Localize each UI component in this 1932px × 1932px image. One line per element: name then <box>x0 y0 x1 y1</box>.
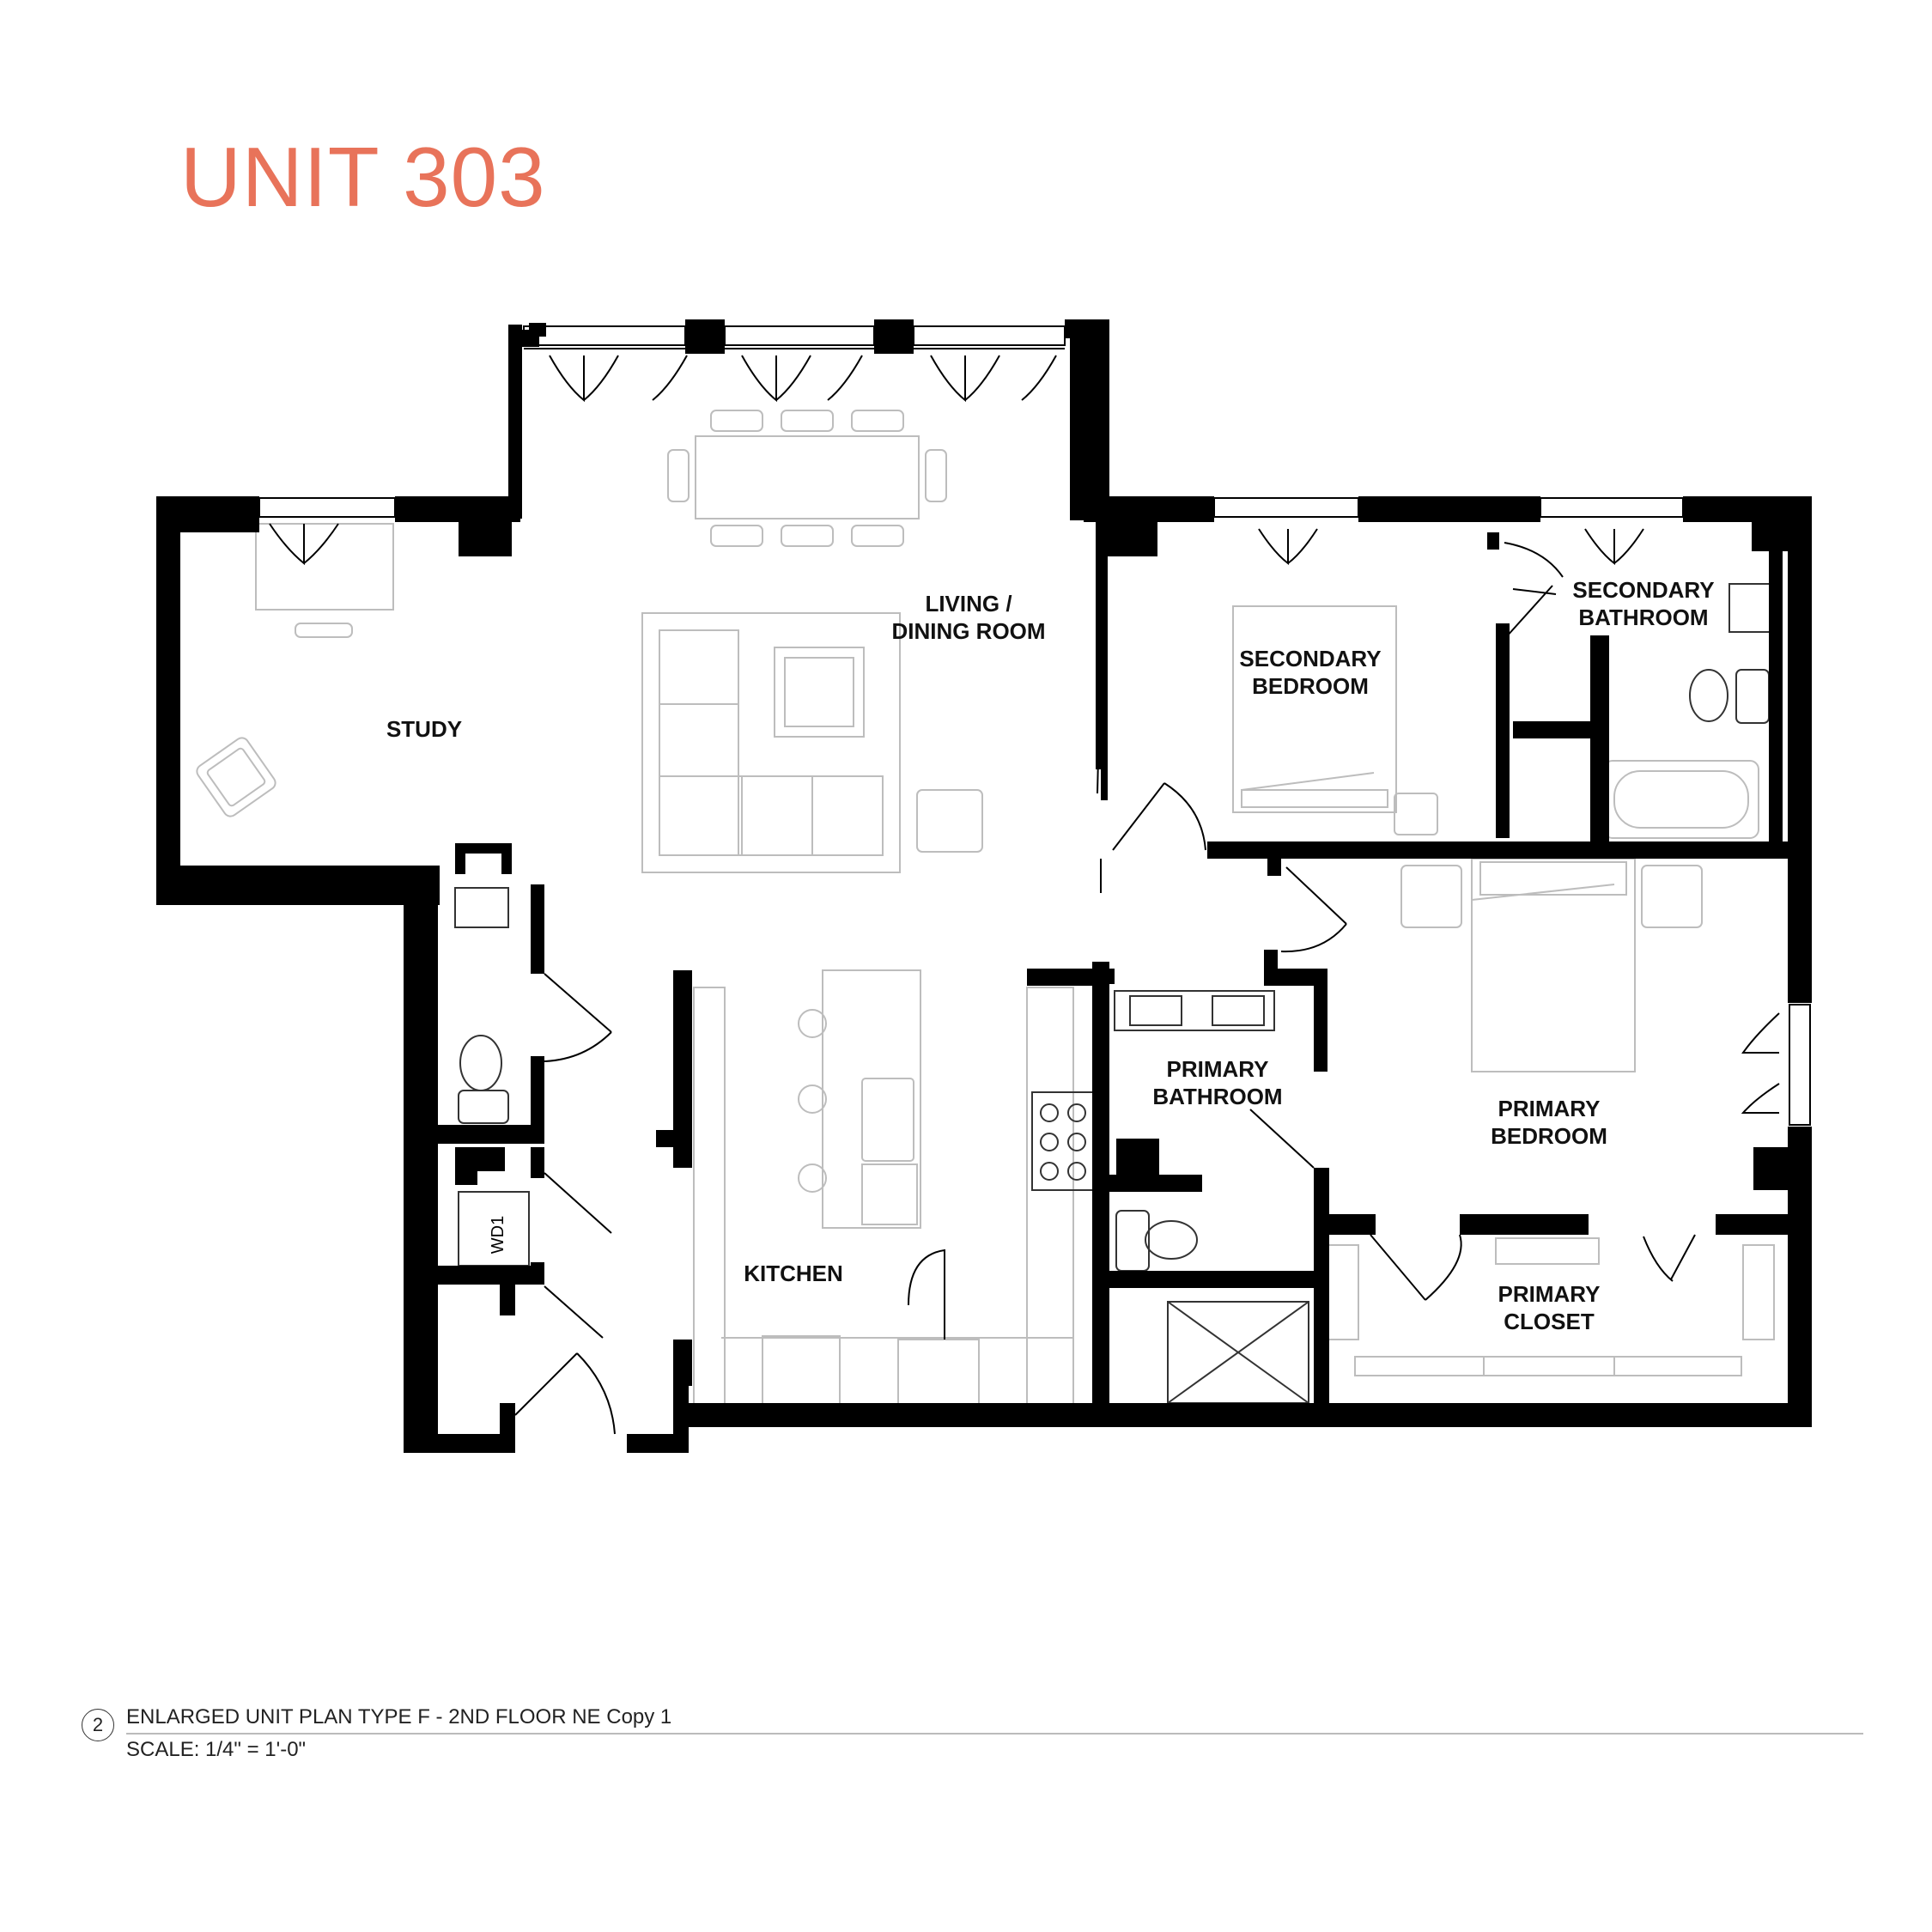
label-primary-bathroom-1: PRIMARY <box>1167 1056 1269 1082</box>
bathtub <box>1603 760 1759 839</box>
label-study: STUDY <box>386 716 462 742</box>
label-secondary-bedroom-2: BEDROOM <box>1252 673 1369 699</box>
study-desk <box>255 523 394 611</box>
drawing-title: ENLARGED UNIT PLAN TYPE F - 2ND FLOOR NE… <box>126 1705 672 1728</box>
label-primary-closet-1: PRIMARY <box>1498 1281 1601 1307</box>
label-kitchen: KITCHEN <box>744 1261 843 1286</box>
coffee-table <box>774 647 865 738</box>
label-living-2: DINING ROOM <box>891 618 1045 644</box>
label-laundry: WD1 <box>489 1216 507 1254</box>
drawing-scale: SCALE: 1/4" = 1'-0" <box>126 1738 307 1761</box>
label-primary-bedroom-1: PRIMARY <box>1498 1096 1601 1121</box>
walls-layer <box>156 319 1812 1453</box>
dining-table <box>695 435 920 519</box>
doors-windows-layer <box>258 325 1811 1435</box>
label-primary-closet-2: CLOSET <box>1504 1309 1595 1334</box>
label-secondary-bathroom-2: BATHROOM <box>1578 605 1708 630</box>
label-living-1: LIVING / <box>925 591 1012 617</box>
footer-rule <box>126 1733 1863 1735</box>
room-labels: STUDY LIVING / DINING ROOM SECONDARY BED… <box>386 577 1715 1334</box>
secondary-bed <box>1232 605 1397 813</box>
unit-title: UNIT 303 <box>180 130 546 224</box>
label-primary-bedroom-2: BEDROOM <box>1491 1123 1607 1149</box>
sectional-sofa <box>641 612 901 873</box>
label-primary-bathroom-2: BATHROOM <box>1152 1084 1282 1109</box>
drawing-number: 2 <box>82 1709 114 1741</box>
kitchen-island <box>822 969 921 1229</box>
furniture-layer <box>196 410 1775 1409</box>
label-secondary-bedroom-1: SECONDARY <box>1239 646 1381 671</box>
fixtures-layer <box>454 583 1778 1404</box>
label-secondary-bathroom-1: SECONDARY <box>1572 577 1714 603</box>
ottoman <box>916 789 983 853</box>
